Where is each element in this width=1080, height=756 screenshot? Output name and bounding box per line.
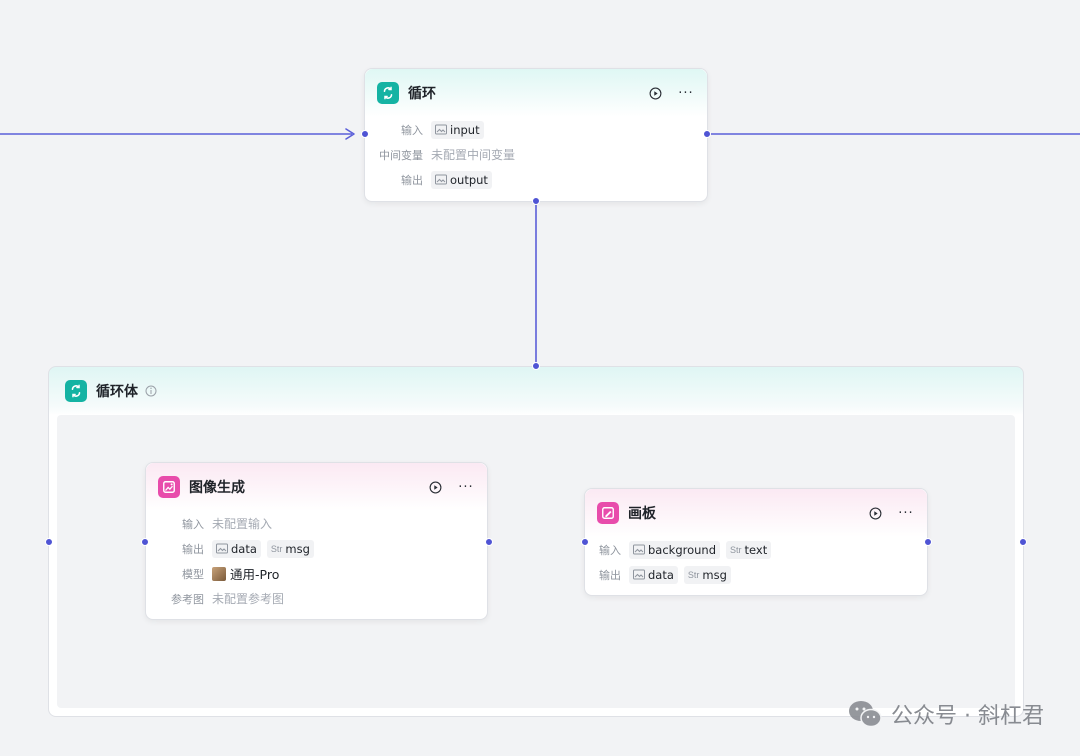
loop-body-title: 循环体: [96, 384, 138, 400]
image-gen-input-row: 输入 未配置输入: [182, 517, 273, 531]
play-circle-icon: [429, 481, 441, 493]
loop-body-port-top[interactable]: [532, 362, 540, 370]
loop-intermediate-row: 中间变量 未配置中间变量: [379, 148, 516, 162]
variable-tag[interactable]: Str msg: [683, 565, 731, 584]
image-gen-output-port[interactable]: [485, 538, 493, 546]
edge-arrow-loop: [345, 128, 355, 140]
string-type-icon: Str: [687, 569, 700, 580]
model-avatar: [212, 566, 226, 581]
image-gen-header[interactable]: 图像生成 ···: [146, 463, 487, 511]
loop-input-row: 输入 input: [365, 117, 707, 142]
image-type-icon: [633, 544, 645, 555]
image-gen-title: 图像生成: [189, 480, 245, 496]
variable-tag[interactable]: output: [431, 170, 492, 189]
loop-node-title: 循环: [408, 86, 436, 102]
image-type-icon: [216, 543, 228, 554]
loop-input-port[interactable]: [361, 130, 369, 138]
model-selector[interactable]: 通用-Pro: [212, 564, 279, 583]
canvas-board-node[interactable]: 画板 ··· 输入 background Str text: [584, 488, 928, 596]
array-image-icon: [435, 174, 447, 185]
loop-body-end-port[interactable]: [1019, 538, 1027, 546]
image-gen-output-row: 输出 data Str msg: [146, 536, 487, 561]
canvas-board-input-port[interactable]: [581, 538, 589, 546]
run-button[interactable]: [867, 505, 883, 521]
run-button[interactable]: [427, 479, 443, 495]
canvas-board-input-row: 输入 background Str text: [585, 537, 927, 562]
loop-body-start-port[interactable]: [45, 538, 53, 546]
image-gen-model-row: 模型 通用-Pro: [146, 561, 487, 586]
loop-output-port[interactable]: [703, 130, 711, 138]
loop-body-port-bottom[interactable]: [532, 197, 540, 205]
variable-tag[interactable]: data: [629, 565, 678, 584]
more-options-icon[interactable]: ···: [898, 505, 914, 521]
canvas-board-output-port[interactable]: [924, 538, 932, 546]
canvas-board-output-row: 输出 data Str msg: [585, 562, 927, 587]
info-icon[interactable]: [145, 385, 157, 397]
image-gen-icon: [158, 476, 180, 498]
variable-tag[interactable]: Str text: [726, 540, 772, 559]
watermark: 公众号 · 斜杠君: [847, 698, 1044, 730]
more-options-icon[interactable]: ···: [678, 85, 694, 101]
loop-output-row: 输出 output: [365, 167, 707, 192]
variable-tag[interactable]: Str msg: [266, 539, 314, 558]
wechat-icon: [849, 701, 882, 728]
run-button[interactable]: [647, 85, 663, 101]
loop-icon: [377, 82, 399, 104]
variable-tag[interactable]: background: [629, 540, 721, 559]
image-gen-node[interactable]: 图像生成 ··· 输入 未配置输入 输出 data Str msg: [145, 462, 488, 620]
loop-body-header[interactable]: 循环体: [49, 367, 1023, 415]
canvas-board-icon: [597, 502, 619, 524]
image-gen-input-port[interactable]: [141, 538, 149, 546]
image-gen-reference-row: 参考图 未配置参考图: [171, 592, 285, 606]
variable-tag[interactable]: data: [212, 539, 261, 558]
variable-tag[interactable]: input: [431, 120, 484, 139]
play-circle-icon: [649, 87, 661, 99]
string-type-icon: Str: [730, 544, 742, 555]
play-circle-icon: [869, 507, 881, 519]
loop-icon: [65, 380, 87, 402]
more-options-icon[interactable]: ···: [458, 479, 474, 495]
image-type-icon: [633, 569, 645, 580]
canvas-board-header[interactable]: 画板 ···: [585, 489, 927, 537]
loop-node[interactable]: 循环 ··· 输入 input 中间变量 未配置中间变量 输出: [364, 68, 708, 202]
array-image-icon: [435, 124, 447, 135]
canvas-board-title: 画板: [628, 506, 656, 522]
loop-node-header[interactable]: 循环 ···: [365, 69, 707, 117]
string-type-icon: Str: [270, 543, 283, 554]
